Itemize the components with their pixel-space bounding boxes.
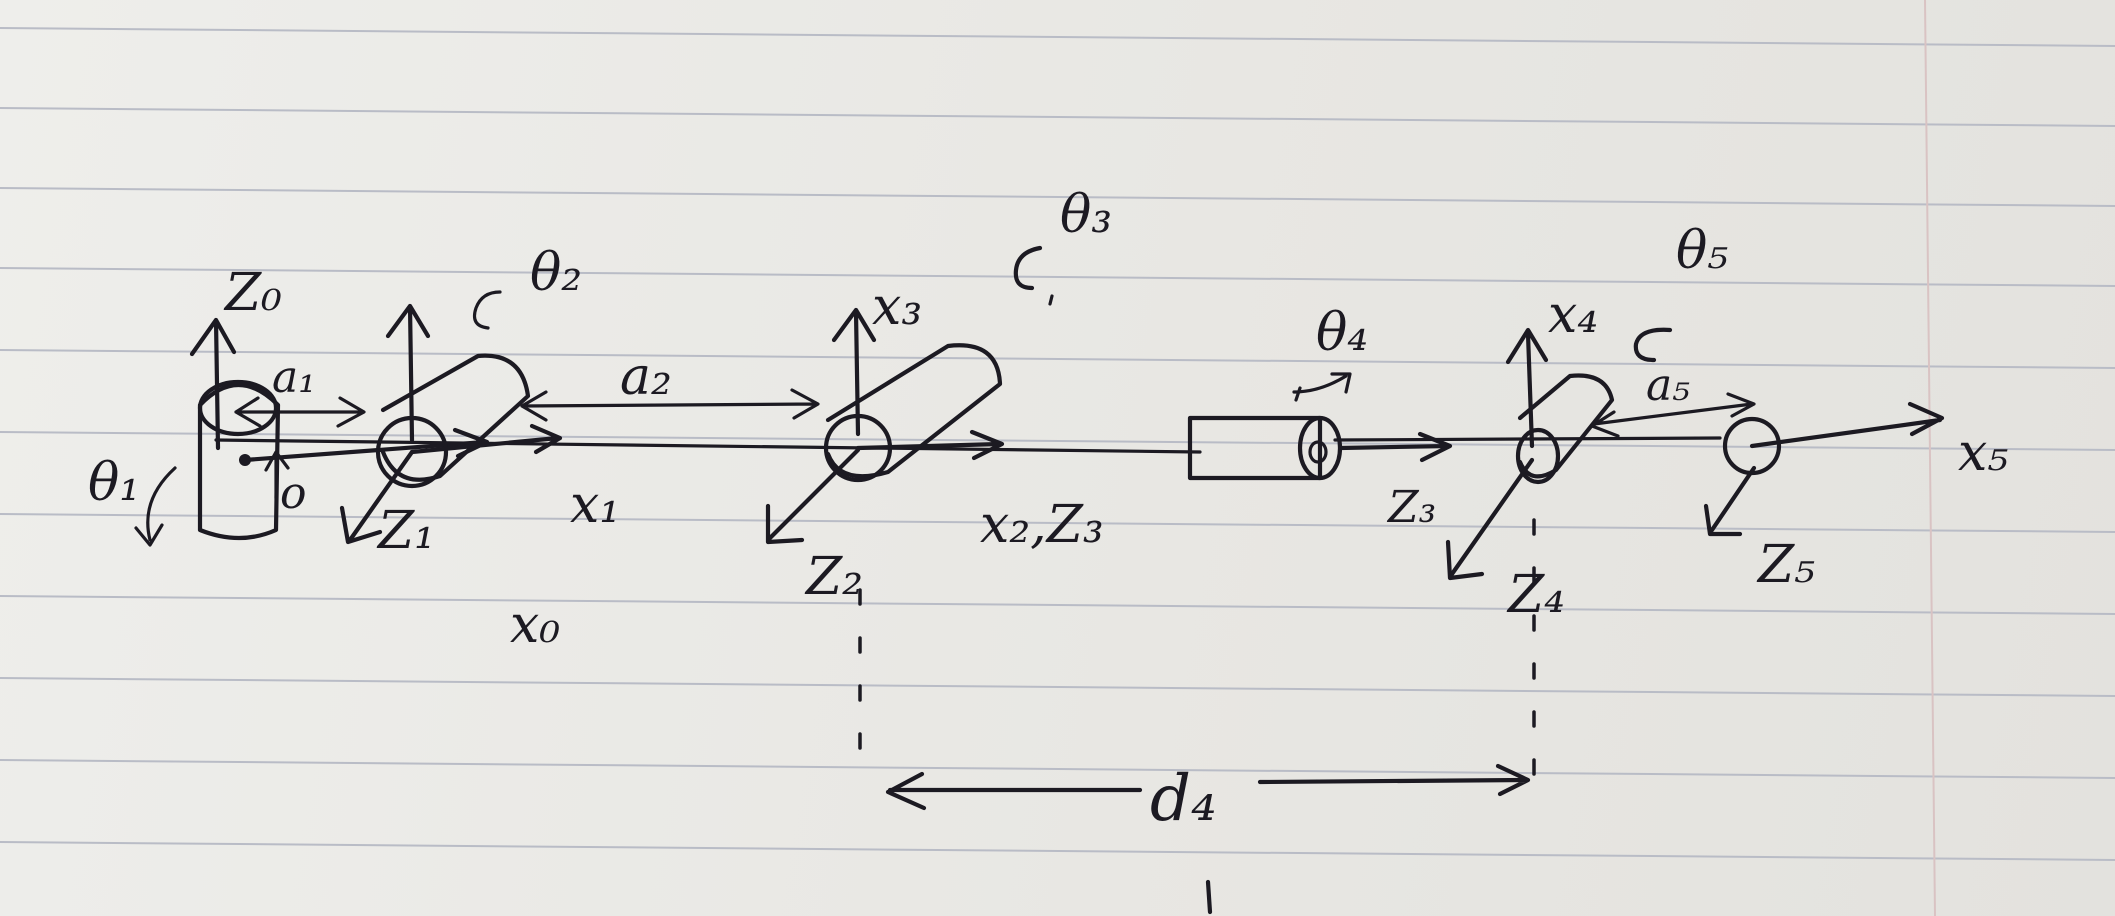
margin-line: [1924, 0, 1936, 916]
z1-label: Z₁: [376, 501, 435, 561]
z4-axis-arrow: [1445, 457, 1535, 581]
d4-right-arrow: [1257, 763, 1531, 797]
base-o-label: o: [280, 468, 307, 519]
a5-dimension-arrow: [1590, 392, 1756, 438]
z3-axis-arrow: [1337, 431, 1453, 463]
z0-label: Z₀: [223, 263, 282, 323]
x3-axis-arrow: [831, 307, 877, 437]
x2z3-label: x₂,Z₃: [980, 495, 1104, 555]
x5-axis-arrow: [1749, 401, 1945, 449]
a1-label: a₁: [272, 352, 316, 403]
d4-label: d₄: [1150, 762, 1217, 836]
z1-axis-arrow: [339, 449, 415, 545]
theta2-rotation-arrow: [472, 290, 502, 330]
a5-label: a₅: [1646, 360, 1690, 411]
z4-label: Z₄: [1506, 565, 1565, 625]
x2-axis-arrow: [855, 429, 1005, 461]
theta1-rotation-arrow: [134, 466, 177, 547]
z2-label: Z₂: [804, 547, 863, 607]
theta2-label: θ₂: [530, 243, 582, 303]
z5-label: Z₅: [1756, 535, 1815, 595]
joint5: [1445, 327, 1673, 581]
d4-dimension: [858, 518, 1536, 915]
joint2: [339, 290, 563, 545]
theta3-tick: [1048, 294, 1054, 306]
labels: Z₀ x₀ θ₁ o a₁ θ₂ x₁ Z₁ a₂ x₃ θ₃ x₂,Z₃ Z₂…: [88, 185, 2008, 836]
theta4-rotation-arrow: [1292, 372, 1352, 402]
a1-dimension-arrow: [234, 396, 366, 428]
page-tick-mark: [1205, 879, 1213, 915]
d4-left-arrow: [885, 771, 1143, 811]
end-effector: [1703, 401, 1945, 537]
x5-label: x₅: [1958, 423, 2008, 483]
x4-axis-arrow: [1505, 327, 1549, 449]
base-cylinder-top: [197, 379, 279, 437]
joint3: [765, 245, 1054, 545]
x3-label: x₃: [872, 277, 922, 337]
a2-dimension-arrow: [520, 388, 820, 422]
joint2-up-axis-arrow: [385, 303, 431, 443]
theta5-label: θ₅: [1676, 221, 1728, 281]
joint4-end-point: [1308, 440, 1328, 464]
theta5-rotation-arrow: [1633, 327, 1673, 363]
theta3-rotation-arrow: [1013, 245, 1043, 291]
joint3-cylinder: [825, 343, 1003, 479]
z3-label: Z₃: [1386, 482, 1436, 533]
x1-axis-arrow: [409, 423, 563, 455]
base-small-axis: [264, 450, 290, 500]
a2-label: a₂: [620, 347, 672, 407]
base-joint: [134, 317, 490, 547]
x1-label: x₁: [570, 475, 620, 535]
x0-label: x₀: [510, 595, 560, 655]
z0-axis-arrow: [189, 317, 237, 451]
x4-label: x₄: [1548, 285, 1598, 345]
theta4-label: θ₄: [1316, 303, 1368, 363]
theta3-label: θ₃: [1060, 185, 1112, 245]
z2-axis-arrow: [765, 447, 861, 545]
theta1-label: θ₁: [88, 453, 140, 513]
ruled-lines: [0, 27, 2115, 861]
joint4: [1187, 372, 1453, 481]
z5-axis-arrow: [1703, 465, 1757, 537]
joint5-cylinder: [1517, 373, 1615, 479]
joint5-circle: [1515, 427, 1561, 485]
